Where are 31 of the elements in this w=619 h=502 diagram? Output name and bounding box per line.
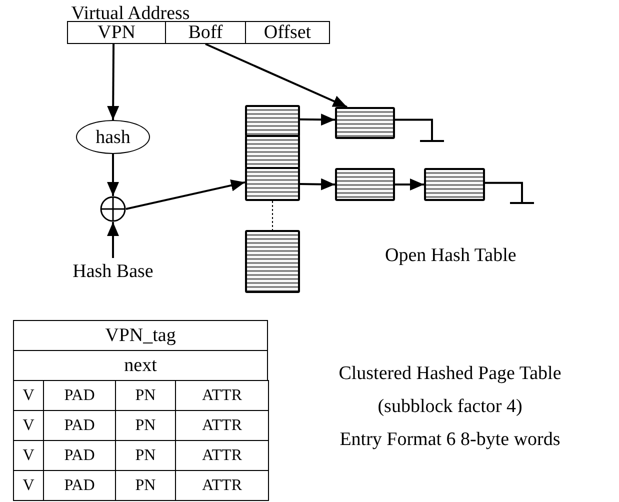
arrow — [107, 222, 119, 258]
dotted-line — [272, 200, 273, 230]
hash-bucket — [245, 167, 300, 201]
chain-entry — [424, 168, 485, 201]
label: Open Hash Table — [385, 246, 516, 265]
address-field: Offset — [245, 21, 330, 44]
hash-bucket — [245, 135, 300, 169]
arrow — [300, 114, 336, 126]
address-field: VPN — [67, 21, 166, 44]
heading: Virtual Address — [70, 4, 191, 23]
table-cell: ATTR — [175, 470, 269, 501]
arrow — [205, 43, 348, 108]
hash-function-ellipse: hash — [76, 120, 150, 154]
caption-line: (subblock factor 4) — [376, 397, 524, 416]
caption-line: Clustered Hashed Page Table — [338, 364, 562, 383]
arrow — [126, 180, 246, 210]
table-cell: next — [13, 350, 268, 381]
arrow — [107, 44, 120, 120]
table-cell: VPN_tag — [13, 320, 268, 351]
hash-bucket — [245, 105, 300, 137]
chain-entry — [335, 168, 395, 201]
arrow — [107, 154, 119, 196]
table-cell: V — [13, 470, 44, 501]
adder-circle — [100, 196, 126, 222]
input-label: Hash Base — [53, 258, 173, 284]
caption-line: Entry Format 6 8-byte words — [338, 430, 562, 449]
hash-bucket — [245, 230, 300, 293]
arrow — [300, 178, 336, 190]
chain-entry — [335, 107, 395, 139]
arrow — [395, 178, 424, 190]
address-field: Boff — [165, 21, 246, 44]
